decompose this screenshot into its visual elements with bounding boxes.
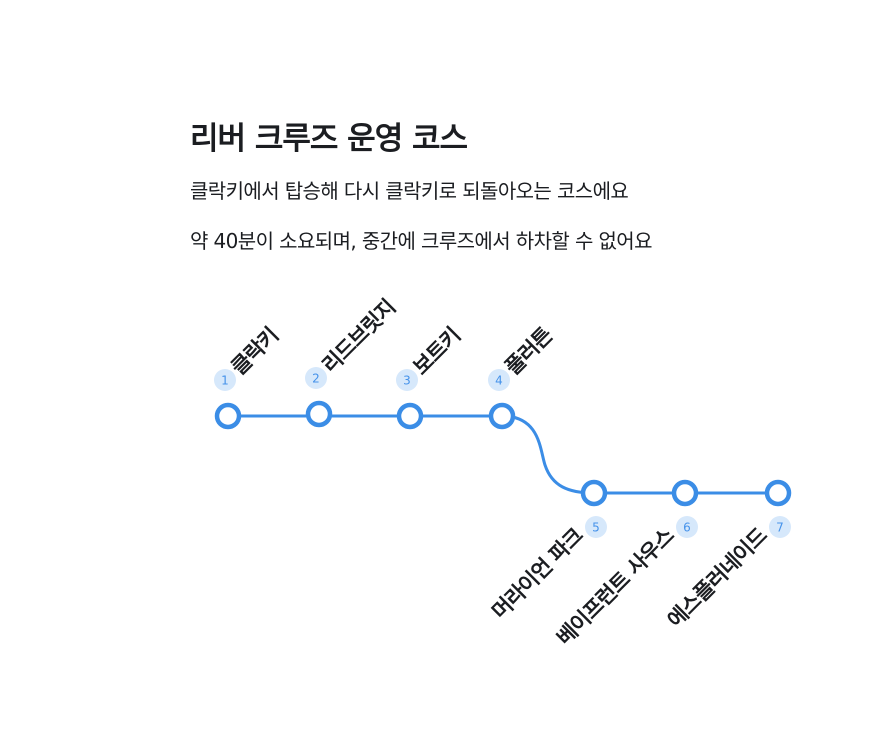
stop-marker bbox=[580, 479, 608, 507]
stop-number: 3 bbox=[403, 374, 411, 388]
stop-number-badge bbox=[769, 516, 791, 538]
stop-marker bbox=[488, 402, 516, 430]
stop-name: 머라이언 파크 bbox=[487, 523, 587, 623]
stop-number-badge bbox=[214, 369, 236, 391]
stop-number-badge bbox=[488, 369, 510, 391]
stop-number-badge bbox=[676, 516, 698, 538]
stop-number: 4 bbox=[495, 374, 503, 388]
stop-marker bbox=[764, 479, 792, 507]
stop-number-badge bbox=[396, 369, 418, 391]
stop-name: 풀러튼 bbox=[501, 323, 558, 380]
stop-number: 5 bbox=[592, 521, 600, 535]
course-title: 리버 크루즈 운영 코스 bbox=[190, 121, 468, 157]
stop-marker bbox=[396, 402, 424, 430]
stop-name: 에스플러네이드 bbox=[663, 523, 772, 632]
course-description-line-1: 클락키에서 탑승해 다시 클락키로 되돌아오는 코스에요 bbox=[190, 179, 629, 203]
stop-number-badge bbox=[305, 367, 327, 389]
stop-marker bbox=[214, 402, 242, 430]
stop-marker bbox=[305, 400, 333, 428]
stop-number: 1 bbox=[221, 374, 229, 388]
stop-name: 리드브릿지 bbox=[318, 295, 400, 377]
route-line bbox=[228, 414, 778, 495]
stop-name: 클락키 bbox=[227, 323, 283, 379]
stop-number: 6 bbox=[683, 521, 691, 535]
stop-number: 7 bbox=[776, 521, 784, 535]
stop-marker bbox=[671, 479, 699, 507]
course-description-line-2: 약 40분이 소요되며, 중간에 크루즈에서 하차할 수 없어요 bbox=[190, 229, 653, 253]
stop-number-badge bbox=[585, 516, 607, 538]
stop-number: 2 bbox=[312, 372, 320, 386]
stop-name: 보트키 bbox=[409, 323, 465, 379]
